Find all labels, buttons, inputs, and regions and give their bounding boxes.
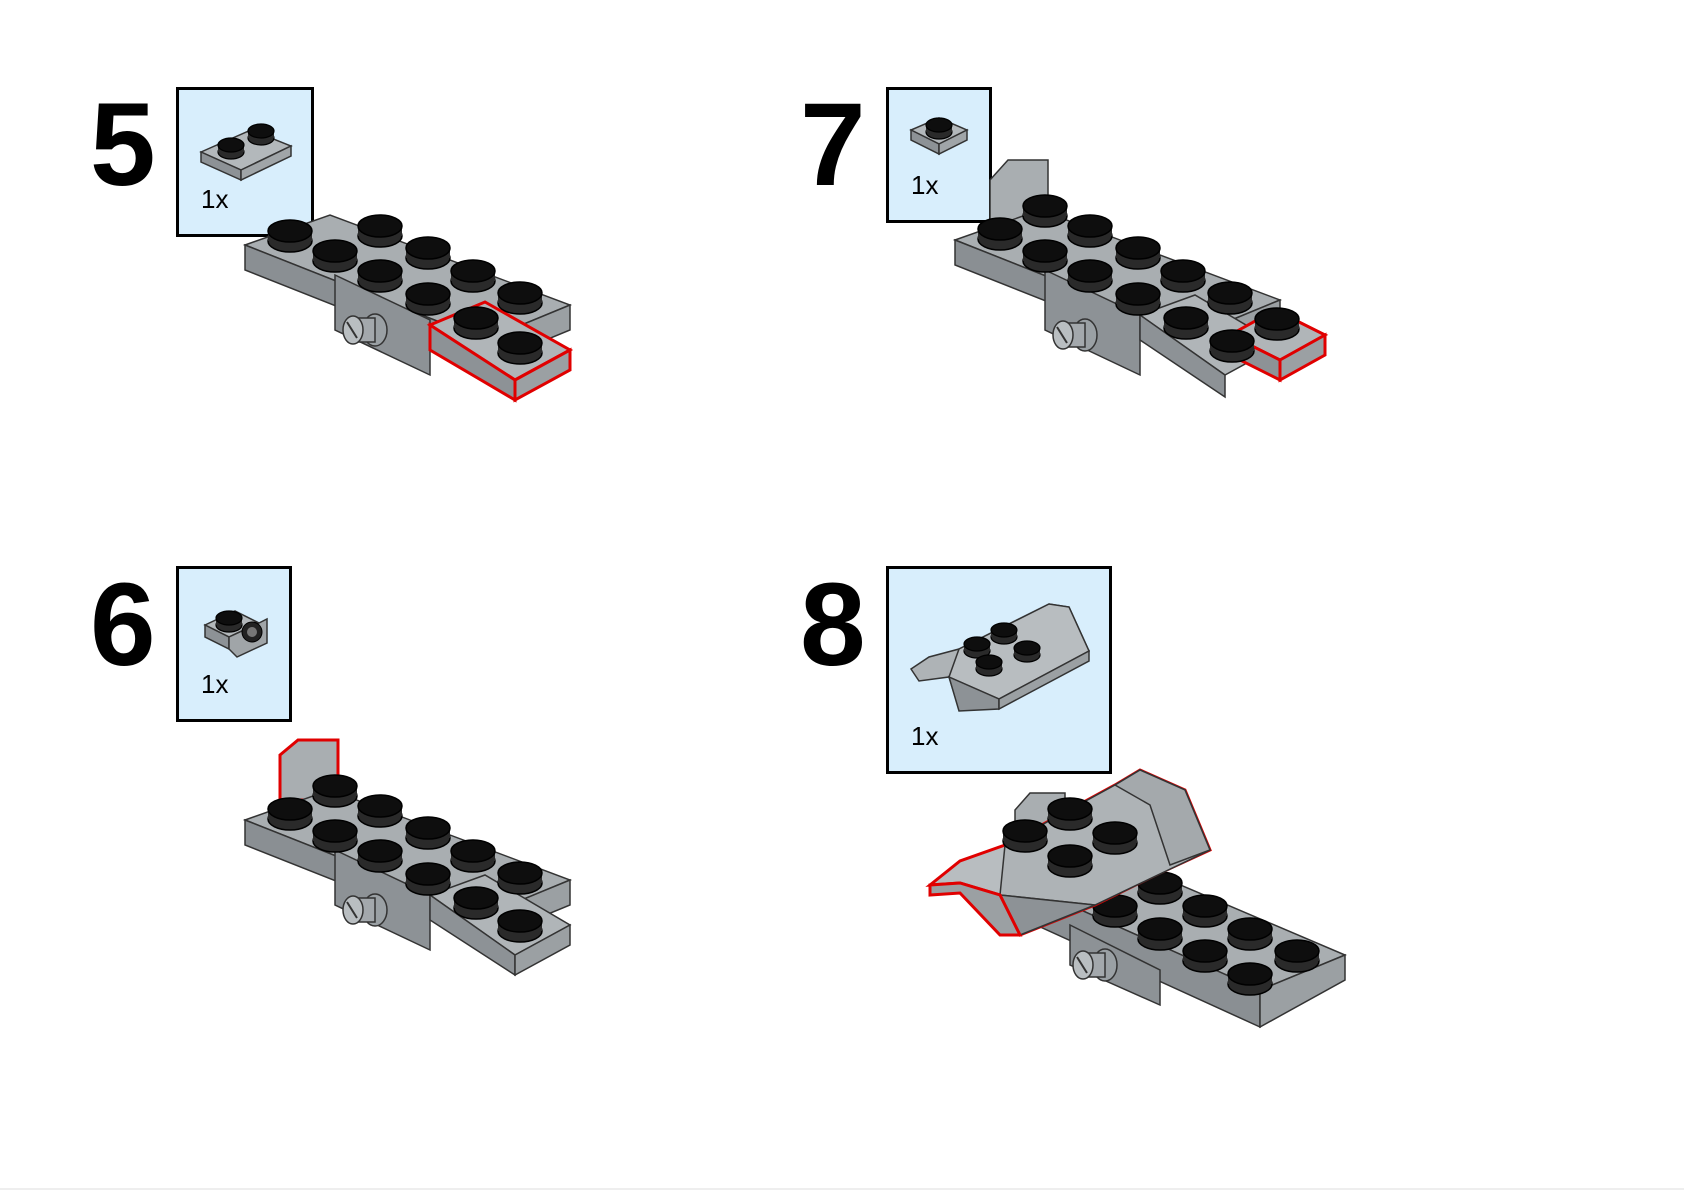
part-quantity: 1x (911, 170, 939, 200)
parts-box-step-5: 1x (176, 87, 314, 237)
assembly-step-7-icon (952, 159, 1329, 399)
page-bottom-edge (0, 1188, 1684, 1190)
part-quantity: 1x (911, 721, 939, 751)
part-quantity: 1x (201, 184, 229, 214)
bracket-1x1-icon (203, 610, 268, 658)
slope-curved-plate-icon (909, 603, 1090, 712)
part-quantity: 1x (201, 669, 229, 699)
assembly-step-8-icon (925, 768, 1347, 1029)
step-number-8: 8 (800, 559, 866, 691)
assembly-step-5-icon (242, 214, 574, 403)
step-number-6: 6 (90, 559, 156, 691)
plate-1x1-icon (909, 117, 969, 156)
step-number-7: 7 (800, 79, 866, 211)
parts-box-step-7: 1x (886, 87, 992, 223)
assembly-step-6-icon (242, 738, 573, 977)
parts-box-step-8: 1x (886, 566, 1112, 774)
parts-box-step-6: 1x (176, 566, 292, 722)
plate-1x2-icon (199, 123, 293, 182)
step-number-5: 5 (90, 79, 156, 211)
